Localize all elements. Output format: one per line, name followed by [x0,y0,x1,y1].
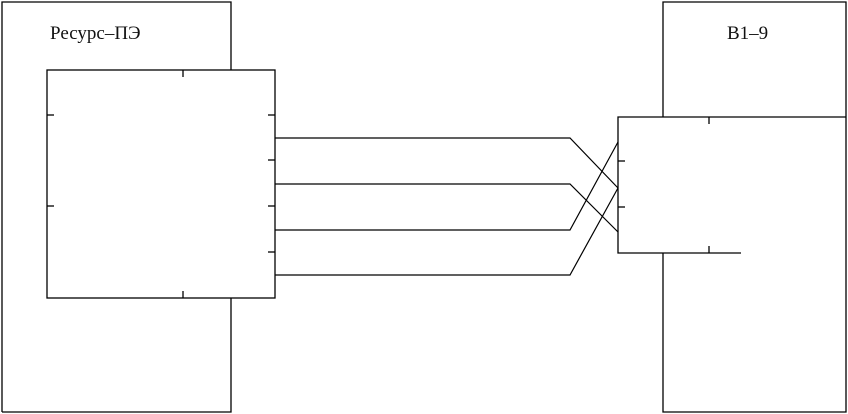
wire-2 [275,183,619,233]
left-device-label: Ресурс–ПЭ [50,23,141,44]
wire-1 [275,137,619,189]
left-terminal-block [46,69,276,299]
right-device-housing [662,1,847,413]
left-device-housing-lower [2,298,232,413]
connection-cable [275,137,619,276]
wire-4 [275,187,619,276]
right-terminal-ticks [618,117,710,253]
right-device [617,1,847,413]
left-device [1,1,276,413]
right-device-label: B1–9 [727,23,768,44]
right-terminal-block [617,116,846,254]
wire-3 [275,141,619,231]
left-terminal-ticks [47,70,275,298]
left-device-housing [1,1,232,412]
